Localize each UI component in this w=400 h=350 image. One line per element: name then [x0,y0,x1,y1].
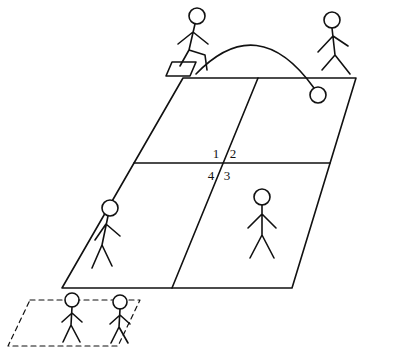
court-line [134,162,330,164]
stick-figure [92,200,120,268]
court-outline [62,78,356,288]
ball [310,87,326,103]
square-number: 1 [213,147,220,160]
ball-path [196,45,314,88]
stick-figure [318,12,350,74]
stick-figure [110,295,130,343]
square-number: 4 [208,169,215,182]
stick-figure [62,293,82,342]
square-number: 3 [224,169,231,182]
stick-figure [248,189,276,258]
stick-figure [178,8,208,70]
court-line [172,78,258,288]
square-number: 2 [230,147,237,160]
